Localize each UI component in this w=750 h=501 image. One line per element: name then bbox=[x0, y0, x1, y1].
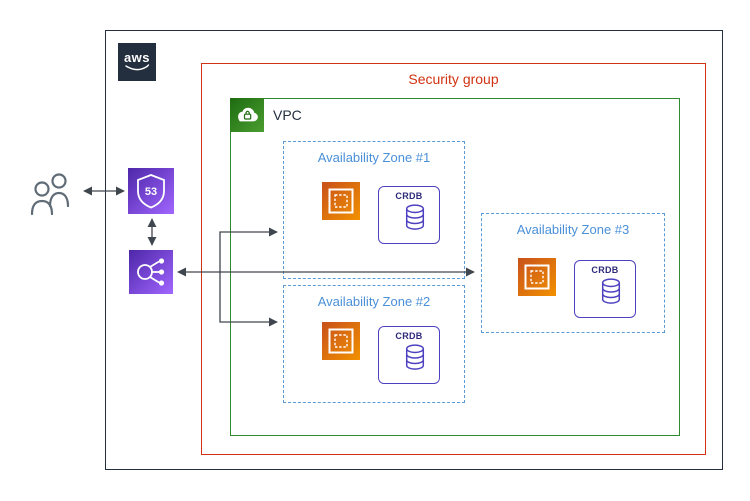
availability-zone-2-label: Availability Zone #2 bbox=[317, 294, 431, 309]
aws-smile-swoosh-icon bbox=[125, 64, 150, 71]
database-cylinder-icon bbox=[405, 344, 425, 370]
crdb-node: CRDB bbox=[574, 260, 636, 318]
vpc-box: VPC Availability Zone #1 CRDB bbox=[230, 98, 680, 436]
ec2-instance-icon bbox=[322, 322, 360, 360]
aws-logo-icon: aws bbox=[118, 43, 156, 81]
database-cylinder-icon bbox=[601, 278, 621, 304]
availability-zone-3-box: Availability Zone #3 CRDB bbox=[481, 213, 665, 333]
crdb-node: CRDB bbox=[378, 326, 440, 384]
users-icon bbox=[30, 173, 70, 216]
ec2-instance-icon bbox=[322, 182, 360, 220]
aws-cloud-container: aws Security group VPC bbox=[105, 30, 723, 470]
database-cylinder-icon bbox=[405, 204, 425, 230]
vpc-icon bbox=[230, 98, 264, 132]
ec2-instance-icon bbox=[518, 258, 556, 296]
load-balancer-icon bbox=[129, 250, 173, 294]
crdb-node-label: CRDB bbox=[395, 331, 423, 341]
security-group-label: Security group bbox=[408, 71, 499, 87]
availability-zone-3-label: Availability Zone #3 bbox=[516, 222, 630, 237]
security-group-box: Security group VPC Availability Zone #1 bbox=[201, 63, 706, 455]
crdb-node-label: CRDB bbox=[395, 191, 423, 201]
availability-zone-2-box: Availability Zone #2 CRDB bbox=[283, 285, 465, 403]
crdb-node-label: CRDB bbox=[591, 265, 619, 275]
availability-zone-1-box: Availability Zone #1 CRDB bbox=[283, 141, 465, 279]
crdb-node: CRDB bbox=[378, 186, 440, 244]
route53-icon: 53 bbox=[128, 168, 174, 214]
availability-zone-1-label: Availability Zone #1 bbox=[317, 150, 431, 165]
aws-logo-text: aws bbox=[123, 50, 151, 65]
vpc-label: VPC bbox=[273, 107, 302, 123]
route53-label: 53 bbox=[145, 186, 157, 198]
